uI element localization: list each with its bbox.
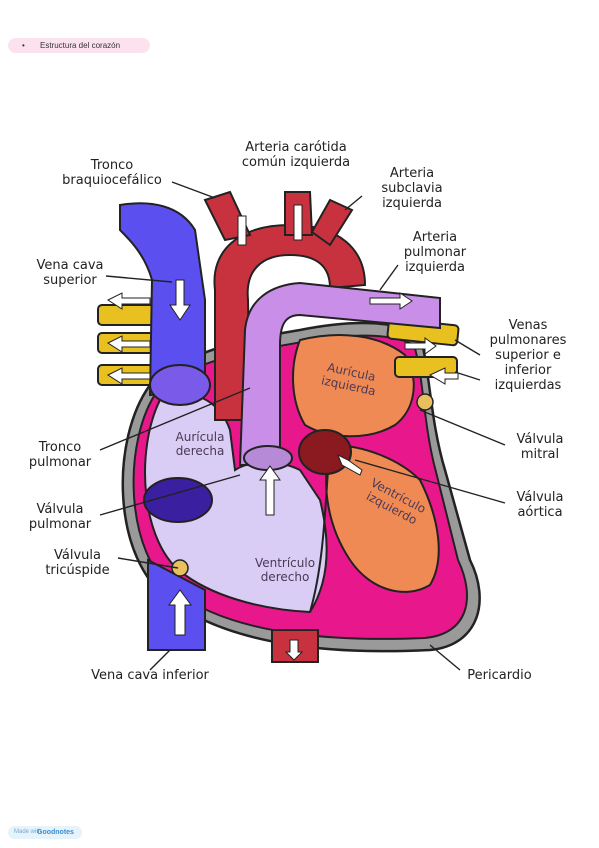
label-arteria-subclavia: Arteria subclavia izquierda: [381, 166, 443, 211]
coronary-sinus: [143, 477, 213, 523]
aortic-valve: [298, 429, 352, 475]
label-tronco-braquiocefalico: Tronco braquiocefálico: [62, 158, 162, 188]
label-auricula-derecha: Aurícula derecha: [175, 430, 225, 458]
section-header: • Estructura del corazón: [8, 38, 150, 53]
left-atrium: [292, 334, 415, 438]
label-tronco-pulmonar: Tronco pulmonar: [28, 440, 92, 470]
left-ventricle: [325, 443, 440, 593]
label-vena-cava-superior: Vena cava superior: [36, 258, 104, 288]
label-pericardio: Pericardio: [467, 668, 532, 683]
section-title: Estructura del corazón: [40, 41, 121, 50]
label-ventriculo-derecho: Ventrículo derecho: [254, 556, 316, 584]
right-chambers: [144, 393, 328, 614]
label-valvula-mitral: Válvula mitral: [516, 432, 564, 462]
label-valvula-tricuspide: Válvula tricúspide: [45, 548, 110, 578]
footer-prefix: Made with: [14, 829, 42, 835]
label-vena-cava-inferior: Vena cava inferior: [91, 668, 209, 683]
made-with-badge: Made with Goodnotes: [8, 826, 82, 839]
flow-arrows: [106, 204, 459, 661]
label-venas-pulmonares: Venas pulmonares superior e inferior izq…: [489, 318, 567, 393]
label-valvula-aortica: Válvula aórtica: [516, 490, 564, 520]
mitral-valve: [416, 393, 434, 411]
leader-lines: [99, 181, 506, 671]
label-valvula-pulmonar: Válvula pulmonar: [28, 502, 92, 532]
svc-opening: [149, 364, 211, 406]
tricuspid-valve: [171, 559, 189, 577]
footer-brand: Goodnotes: [37, 829, 74, 836]
label-arteria-pulmonar-izquierda: Arteria pulmonar izquierda: [403, 230, 467, 275]
label-arteria-carotida: Arteria carótida común izquierda: [241, 140, 351, 170]
bullet: •: [22, 41, 25, 50]
superior-vena-cava: [119, 202, 206, 397]
pulmonary-valve: [243, 445, 293, 471]
